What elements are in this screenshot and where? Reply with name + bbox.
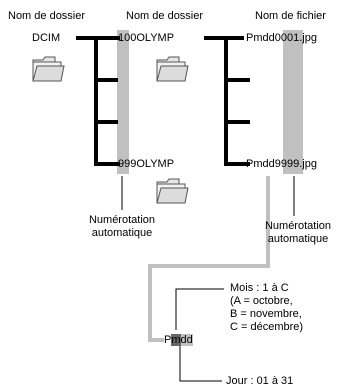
header-folder-name-1: Nom de dossier: [8, 10, 86, 22]
month-line-3: B = novembre,: [230, 308, 302, 320]
file-tree-connector: [204, 36, 250, 166]
month-line-1: Mois : 1 à C: [230, 282, 289, 294]
file-auto-numbering-label: Numérotation automatique: [262, 220, 334, 246]
folder-auto-numbering-line-2: automatique: [91, 227, 153, 239]
folder-icon: [32, 56, 65, 82]
file-auto-numbering-line-1: Numérotation: [264, 220, 332, 232]
folder-tree-connector: [76, 36, 120, 166]
folder-number-highlight: [117, 30, 129, 174]
month-pointer: [175, 288, 224, 330]
folder-icon: [156, 178, 189, 204]
filename-month-code: m: [171, 334, 181, 346]
subfolder-last: 999OLYMP: [118, 158, 175, 170]
month-line-4: C = décembre): [230, 321, 304, 333]
folder-auto-numbering-label: Numérotation automatique: [86, 214, 158, 240]
day-pointer: [179, 344, 222, 382]
filename-prefix: P: [164, 334, 172, 346]
filename-breakdown: Pmdd: [164, 334, 193, 347]
month-line-2: (A = octobre,: [230, 295, 293, 307]
file-number-highlight: [283, 30, 303, 174]
header-folder-name-2: Nom de dossier: [126, 10, 204, 22]
header-file-name: Nom de fichier: [255, 10, 326, 22]
root-folder-name: DCIM: [32, 32, 61, 44]
folder-auto-numbering-line-1: Numérotation: [88, 214, 156, 226]
subfolder-first: 100OLYMP: [118, 32, 175, 44]
month-explanation: Mois : 1 à C (A = octobre, B = novembre,…: [230, 282, 303, 334]
file-auto-numbering-line-2: automatique: [267, 233, 329, 245]
filename-day-code: dd: [180, 334, 193, 346]
day-explanation: Jour : 01 à 31: [226, 375, 294, 387]
file-last: Pmdd9999.jpg: [246, 158, 317, 170]
detail-connector: [148, 176, 270, 342]
file-first: Pmdd0001.jpg: [246, 32, 317, 44]
folder-icon: [156, 56, 189, 82]
